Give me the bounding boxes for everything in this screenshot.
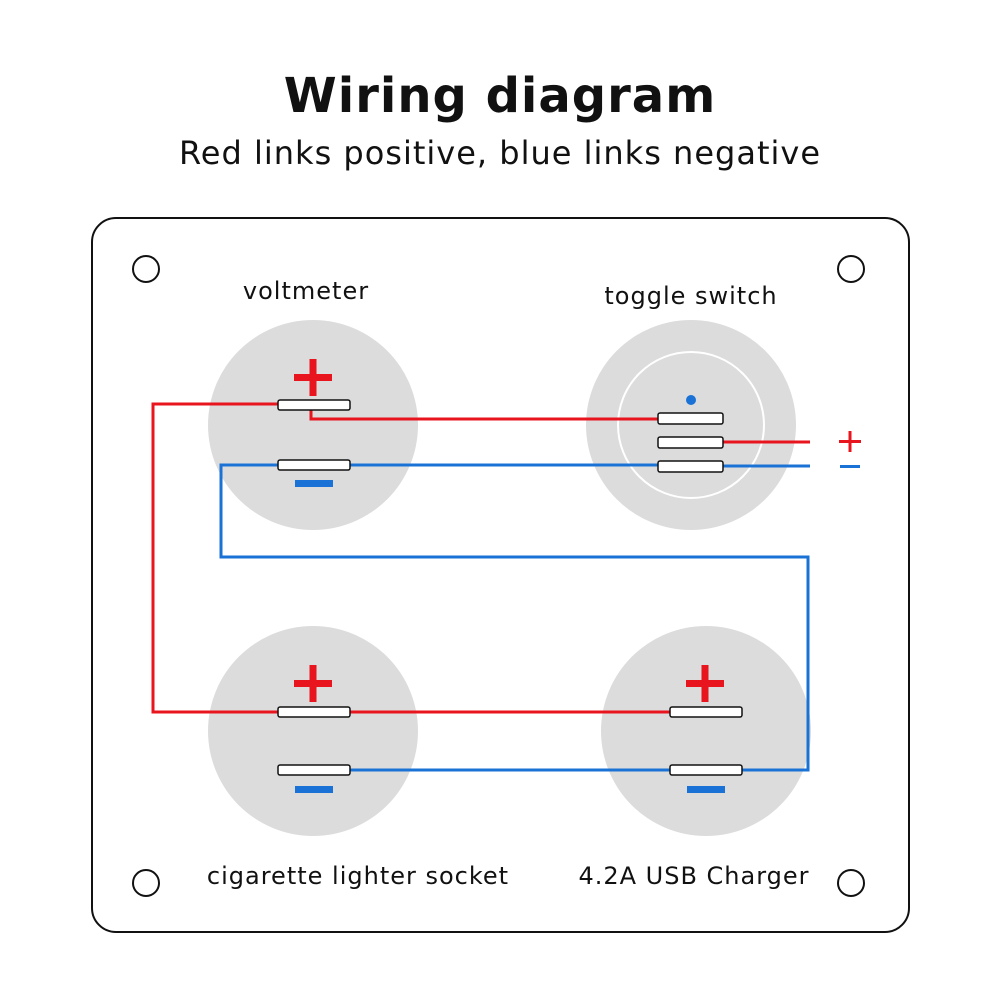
usb-charger-label: 4.2A USB Charger <box>578 862 809 890</box>
lighter-negative-terminal <box>277 764 351 776</box>
lighter-minus-icon <box>295 786 333 793</box>
mounting-panel <box>91 217 910 933</box>
page-subtitle: Red links positive, blue links negative <box>179 134 821 172</box>
cigarette-lighter-label: cigarette lighter socket <box>207 862 509 890</box>
toggle-switch-terminal-3 <box>657 460 724 473</box>
toggle-switch-ring <box>617 351 765 499</box>
supply-plus-icon <box>839 431 861 452</box>
positive-wire-voltmeter-to-lighter <box>151 402 278 714</box>
mounting-hole-top-right <box>837 255 865 283</box>
voltmeter-label: voltmeter <box>243 277 369 305</box>
usb-negative-terminal <box>669 764 743 776</box>
voltmeter-minus-icon <box>295 480 333 487</box>
negative-wire-voltmeter-loop <box>219 463 810 772</box>
voltmeter-plus-icon <box>294 359 332 396</box>
usb-plus-icon <box>686 665 724 702</box>
cigarette-lighter-body <box>208 626 418 836</box>
voltmeter-body <box>208 320 418 530</box>
usb-positive-terminal <box>669 706 743 718</box>
toggle-switch-label: toggle switch <box>604 282 777 310</box>
toggle-switch-indicator-dot <box>686 395 696 405</box>
usb-minus-icon <box>687 786 725 793</box>
mounting-hole-bottom-left <box>132 869 160 897</box>
usb-charger-body <box>601 626 811 836</box>
toggle-switch-terminal-1 <box>657 412 724 425</box>
voltmeter-positive-terminal <box>277 399 351 411</box>
toggle-switch-body <box>586 320 796 530</box>
supply-minus-icon <box>840 465 860 468</box>
lighter-plus-icon <box>294 665 332 702</box>
lighter-positive-terminal <box>277 706 351 718</box>
positive-wire-voltmeter-to-switch <box>309 410 658 421</box>
voltmeter-negative-terminal <box>277 459 351 471</box>
mounting-hole-bottom-right <box>837 869 865 897</box>
page-title: Wiring diagram <box>283 68 717 124</box>
toggle-switch-terminal-2 <box>657 436 724 449</box>
mounting-hole-top-left <box>132 255 160 283</box>
